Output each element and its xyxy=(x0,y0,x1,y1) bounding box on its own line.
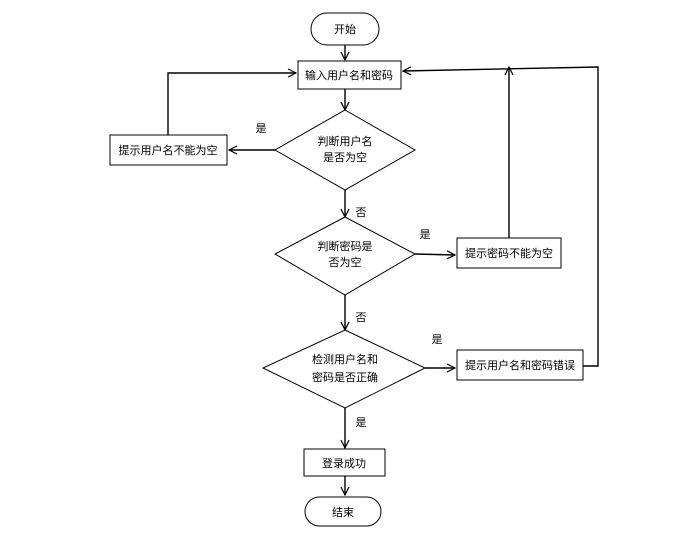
label-user-yes: 是 xyxy=(256,122,267,135)
hint-password-empty-label: 提示密码不能为空 xyxy=(465,246,553,260)
edge-check-pwd-to-hint-pwd xyxy=(414,254,455,255)
check-password-decision: 判断密码是 否为空 xyxy=(273,216,417,296)
nodes: 开始 输入用户名和密码 判断用户名 是否为空 提示用户名不能为空 判断密码是 否… xyxy=(109,12,584,527)
edge-hint-error-to-input xyxy=(403,66,599,367)
hint-credentials-error-process: 提示用户名和密码错误 xyxy=(456,349,584,381)
label-verify-yes-success: 是 xyxy=(356,416,367,429)
input-label: 输入用户名和密码 xyxy=(305,68,393,82)
start-label: 开始 xyxy=(334,22,356,36)
check-username-line1: 判断用户名 xyxy=(318,134,373,148)
start-terminal: 开始 xyxy=(310,12,380,46)
check-password-line2: 否为空 xyxy=(329,255,362,269)
hint-username-empty-process: 提示用户名不能为空 xyxy=(109,134,228,166)
check-username-decision: 判断用户名 是否为空 xyxy=(273,109,417,191)
edge-hint-user-to-input xyxy=(167,73,296,135)
edges xyxy=(167,45,599,495)
label-pwd-no: 否 xyxy=(356,311,367,324)
verify-credentials-line2: 密码是否正确 xyxy=(312,370,378,384)
end-label: 结束 xyxy=(332,506,354,519)
label-pwd-yes: 是 xyxy=(420,228,431,241)
input-process: 输入用户名和密码 xyxy=(297,60,402,90)
label-verify-yes-error: 是 xyxy=(432,333,443,346)
hint-password-empty-process: 提示密码不能为空 xyxy=(456,237,562,269)
check-username-line2: 是否为空 xyxy=(323,150,367,164)
hint-username-empty-label: 提示用户名不能为空 xyxy=(119,143,218,157)
verify-credentials-line1: 检测用户名和 xyxy=(312,352,378,366)
hint-credentials-error-label: 提示用户名和密码错误 xyxy=(465,358,575,372)
verify-credentials-decision: 检测用户名和 密码是否正确 xyxy=(261,329,427,409)
login-success-label: 登录成功 xyxy=(322,456,366,470)
login-success-process: 登录成功 xyxy=(303,448,386,477)
edge-labels: 是 否 是 否 是 是 xyxy=(256,122,443,429)
check-password-line1: 判断密码是 xyxy=(318,239,373,253)
end-terminal: 结束 xyxy=(304,496,382,527)
label-user-no: 否 xyxy=(356,206,367,219)
